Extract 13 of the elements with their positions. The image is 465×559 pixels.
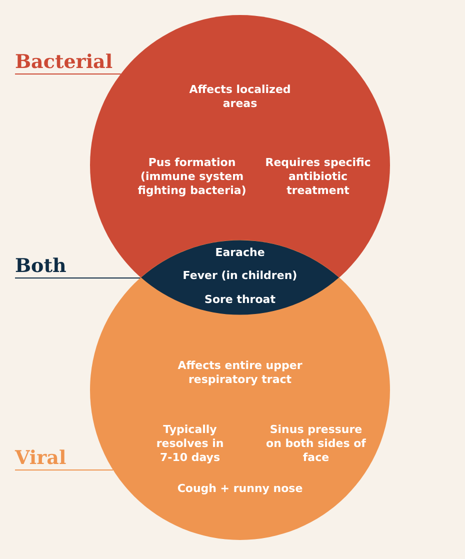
region-text: Fever (in children): [182, 269, 298, 283]
region-text: Typically resolves in 7-10 days: [155, 423, 225, 465]
region-text: Earache: [214, 246, 266, 260]
region-text: Sinus pressure on both sides of face: [266, 423, 366, 465]
group-heading: Bacterial: [15, 51, 113, 73]
region-text: Requires specific antibiotic treatment: [264, 156, 372, 198]
group-heading: Viral: [15, 447, 66, 469]
region-text: Pus formation (immune system fighting bacteria): [136, 156, 248, 198]
group-heading: Both: [15, 255, 66, 277]
region-text: Sore throat: [204, 293, 276, 307]
region-text: Cough + runny nose: [176, 482, 304, 496]
region-text: Affects entire upper respiratory tract: [176, 359, 304, 387]
region-text: Affects localized areas: [188, 83, 292, 111]
